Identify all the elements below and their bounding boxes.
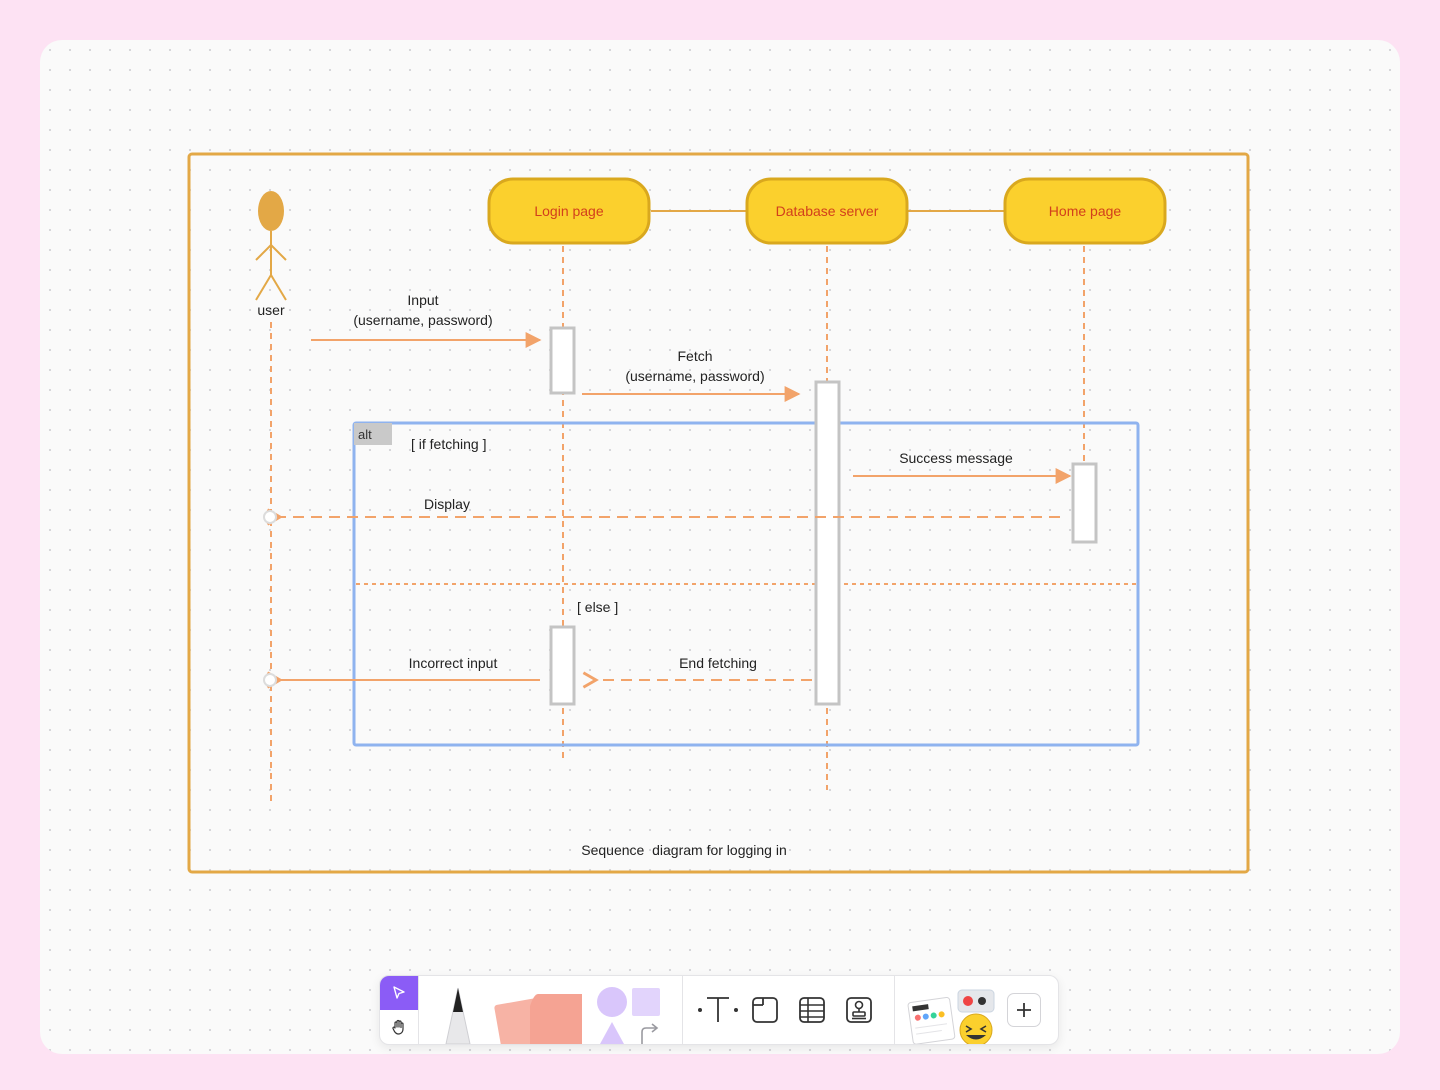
message-input[interactable]: Input (username, password) xyxy=(311,292,542,348)
lifeline-label: Login page xyxy=(534,203,604,219)
message-label: Success message xyxy=(899,450,1013,466)
bottom-toolbar xyxy=(379,975,1059,1045)
table-tool[interactable] xyxy=(795,993,829,1027)
pointer-icon xyxy=(393,986,405,999)
pen-tool[interactable] xyxy=(432,982,484,1044)
lifeline-head-home[interactable]: Home page xyxy=(1003,177,1167,245)
sticky-note-icon xyxy=(494,994,582,1044)
stamp-tool[interactable] xyxy=(842,993,876,1027)
activation-home[interactable] xyxy=(1071,462,1098,544)
hand-icon xyxy=(392,1019,404,1035)
message-display[interactable]: Display xyxy=(263,496,1060,526)
alt-tag: alt xyxy=(358,427,372,442)
diagram-frame[interactable] xyxy=(187,152,1250,874)
message-label: Display xyxy=(424,496,470,512)
actor-label: user xyxy=(257,302,285,318)
message-label: (username, password) xyxy=(353,312,492,328)
message-incorrect-input[interactable]: Incorrect input xyxy=(263,655,540,689)
alt-fragment[interactable]: alt [ if fetching ] [ else ] xyxy=(352,421,1140,747)
message-end-fetching[interactable]: End fetching xyxy=(582,655,812,689)
diagram-caption: Sequence diagram for logging in xyxy=(581,842,786,858)
shapes-tool[interactable] xyxy=(590,984,666,1044)
message-fetch[interactable]: Fetch (username, password) xyxy=(582,348,801,402)
activation-login-1[interactable] xyxy=(549,326,576,395)
stamp-icon xyxy=(846,997,872,1023)
guard-if: [ if fetching ] xyxy=(411,436,486,452)
frame-tool[interactable] xyxy=(748,993,782,1027)
text-icon xyxy=(698,997,738,1022)
lifeline-head-database[interactable]: Database server xyxy=(745,177,909,245)
add-button[interactable] xyxy=(1007,993,1041,1027)
sticky-note-tool[interactable] xyxy=(490,986,586,1044)
plus-icon xyxy=(1017,1003,1031,1017)
templates-icon xyxy=(907,989,995,1044)
whiteboard-canvas[interactable]: Login page Database server Home page use… xyxy=(40,40,1400,1054)
message-label: Input xyxy=(407,292,438,308)
guard-else: [ else ] xyxy=(577,599,618,615)
message-success[interactable]: Success message xyxy=(853,450,1072,484)
lifeline-label: Database server xyxy=(776,203,879,219)
message-label: End fetching xyxy=(679,655,757,671)
actor-user[interactable]: user xyxy=(255,191,287,318)
message-label: (username, password) xyxy=(625,368,764,384)
shapes-icon xyxy=(597,987,660,1044)
pen-icon xyxy=(445,987,471,1044)
templates-tool[interactable] xyxy=(906,982,1000,1044)
hand-tool[interactable] xyxy=(380,1010,418,1044)
activation-login-2[interactable] xyxy=(549,625,576,706)
message-label: Incorrect input xyxy=(409,655,498,671)
frame-icon xyxy=(752,997,778,1023)
text-tool[interactable] xyxy=(696,992,740,1028)
lifeline-head-login[interactable]: Login page xyxy=(487,177,651,245)
activation-database[interactable] xyxy=(814,380,841,706)
table-icon xyxy=(799,997,825,1023)
message-label: Fetch xyxy=(677,348,712,364)
select-tool[interactable] xyxy=(380,976,418,1010)
lifeline-label: Home page xyxy=(1049,203,1122,219)
sequence-diagram: Login page Database server Home page use… xyxy=(187,152,1250,874)
